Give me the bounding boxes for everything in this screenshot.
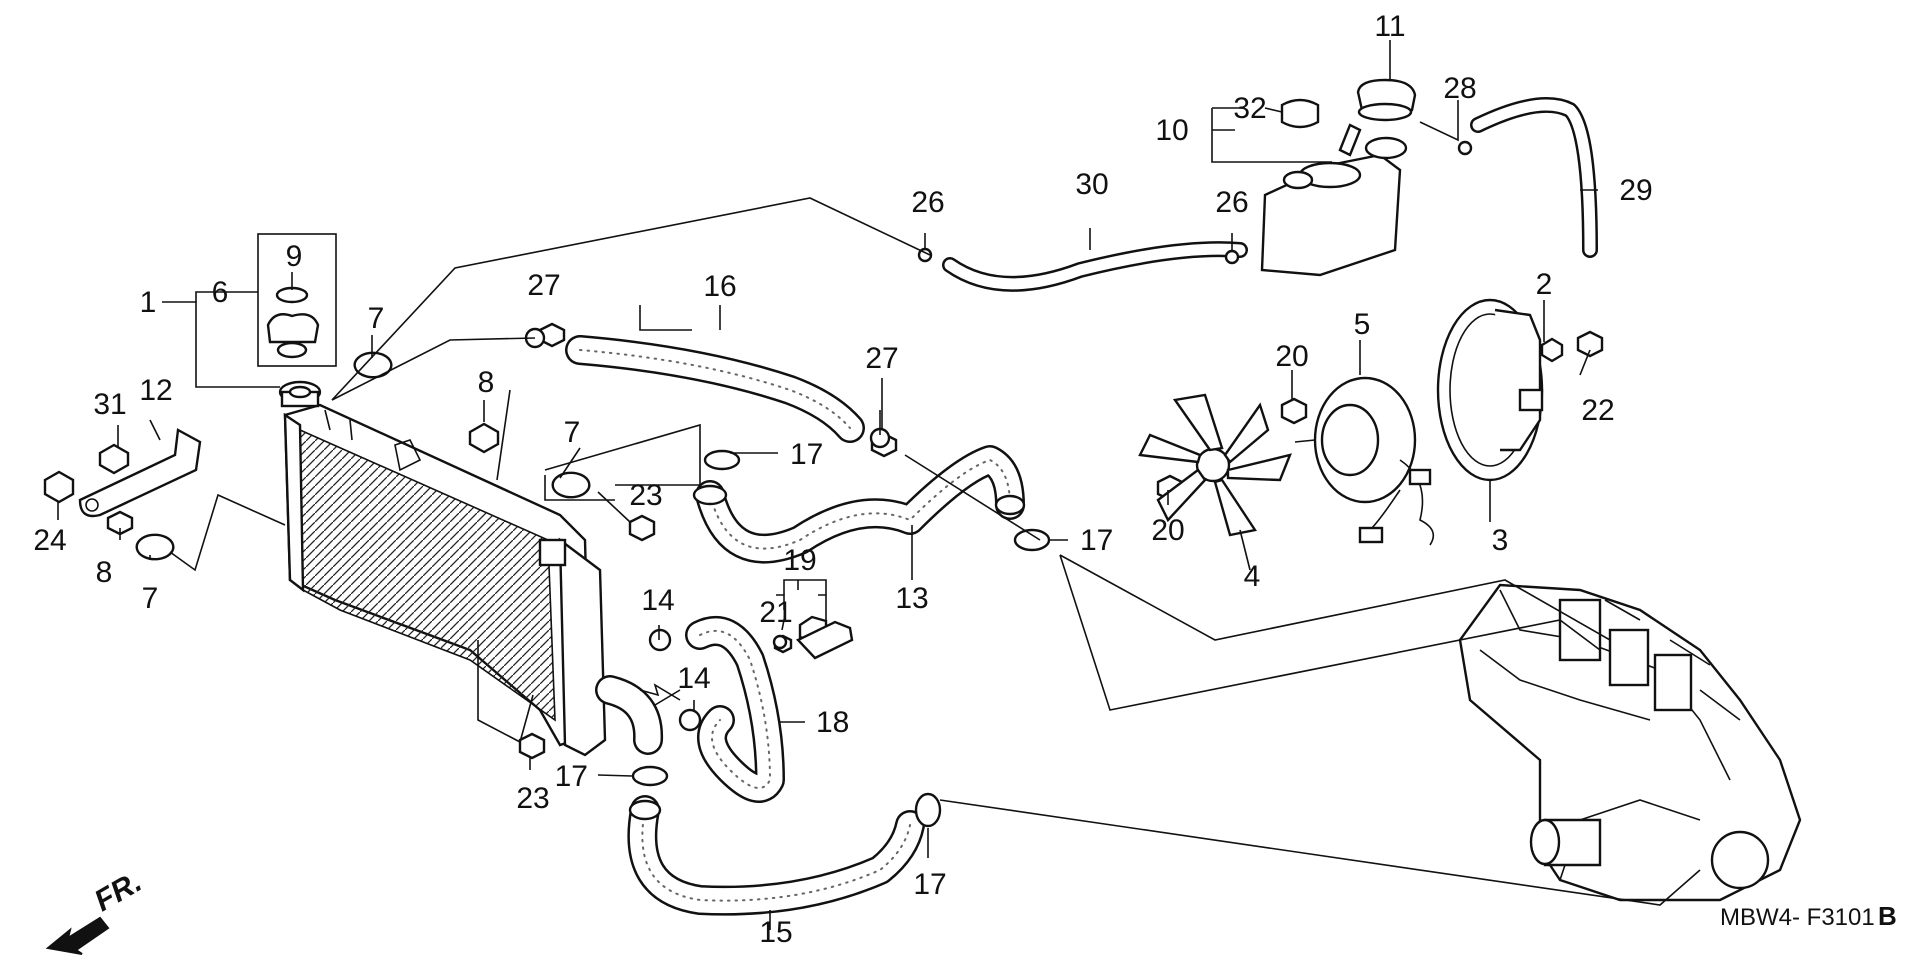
front-arrow: FR. — [45, 865, 147, 955]
hose-13 — [692, 445, 1026, 564]
callout-13: 13 — [895, 582, 928, 615]
mount-bracket — [78, 428, 202, 518]
engine — [1458, 583, 1802, 902]
hose-upper-16 — [565, 335, 865, 443]
callout-24: 24 — [33, 524, 66, 557]
callout-8a: 8 — [478, 366, 495, 399]
callout-7b: 7 — [564, 416, 581, 449]
callout-1: 1 — [140, 286, 157, 319]
hose-18 — [685, 616, 785, 803]
cushion-32 — [1280, 98, 1320, 129]
callout-3: 3 — [1492, 524, 1509, 557]
callout-32: 32 — [1233, 92, 1266, 125]
callout-20b: 20 — [1151, 514, 1184, 547]
callout-28: 28 — [1443, 72, 1476, 105]
callout-14a: 14 — [641, 584, 674, 617]
callout-17d: 17 — [913, 868, 946, 901]
fan-blade — [1138, 393, 1292, 537]
reserve-tank — [1260, 123, 1408, 277]
callout-17c: 17 — [555, 760, 588, 793]
callout-26b: 26 — [1215, 186, 1248, 219]
callout-11: 11 — [1374, 10, 1405, 43]
callout-17a: 17 — [790, 438, 823, 471]
reserve-tank-cap — [1356, 78, 1417, 122]
thermo-sensor — [772, 620, 854, 660]
callout-27a: 27 — [527, 269, 560, 302]
callout-5: 5 — [1354, 308, 1371, 341]
hose-15 — [627, 795, 925, 916]
callouts: 1 2 3 4 5 6 7 7 7 8 8 9 10 11 12 13 14 1… — [33, 10, 1652, 949]
callout-6: 6 — [212, 276, 229, 309]
callout-31: 31 — [93, 388, 126, 421]
drawing-ref-code: MBW4- F3101 — [1720, 904, 1875, 931]
leader-lines — [57, 40, 1701, 930]
outlet-pipe — [595, 675, 664, 755]
flow-arrow — [639, 683, 681, 701]
callout-30: 30 — [1075, 168, 1108, 201]
callout-16: 16 — [703, 270, 736, 303]
callout-22: 22 — [1581, 394, 1614, 427]
callout-29: 29 — [1619, 174, 1652, 207]
hose-29 — [1470, 97, 1598, 258]
callout-23a: 23 — [629, 479, 662, 512]
hose-30 — [942, 241, 1248, 292]
cap-set-box — [257, 233, 337, 367]
callout-2: 2 — [1536, 268, 1553, 301]
fan-shroud — [1436, 298, 1544, 482]
callout-12: 12 — [139, 374, 172, 407]
fan-motor — [1294, 376, 1435, 546]
callout-27b: 27 — [865, 342, 898, 375]
hose-clamps — [524, 140, 1473, 828]
callout-26a: 26 — [911, 186, 944, 219]
radiator-cap — [278, 380, 322, 408]
callout-4: 4 — [1244, 560, 1261, 593]
callout-9: 9 — [286, 240, 303, 273]
callout-20a: 20 — [1275, 340, 1308, 373]
callout-7c: 7 — [142, 582, 159, 615]
radiator — [283, 403, 607, 757]
callout-15: 15 — [759, 916, 792, 949]
front-arrow-label: FR. — [89, 865, 147, 918]
callout-17b: 17 — [1080, 524, 1113, 557]
callout-10: 10 — [1155, 114, 1188, 147]
callout-18: 18 — [816, 706, 849, 739]
drawing-reference: MBW4- F3101 B — [1720, 901, 1897, 931]
callout-8b: 8 — [96, 556, 113, 589]
drawing-ref-rev: B — [1878, 901, 1897, 931]
callout-7a: 7 — [368, 302, 385, 335]
callout-23b: 23 — [516, 782, 549, 815]
callout-14b: 14 — [677, 662, 710, 695]
callout-19: 19 — [783, 544, 816, 577]
callout-21: 21 — [759, 596, 792, 629]
